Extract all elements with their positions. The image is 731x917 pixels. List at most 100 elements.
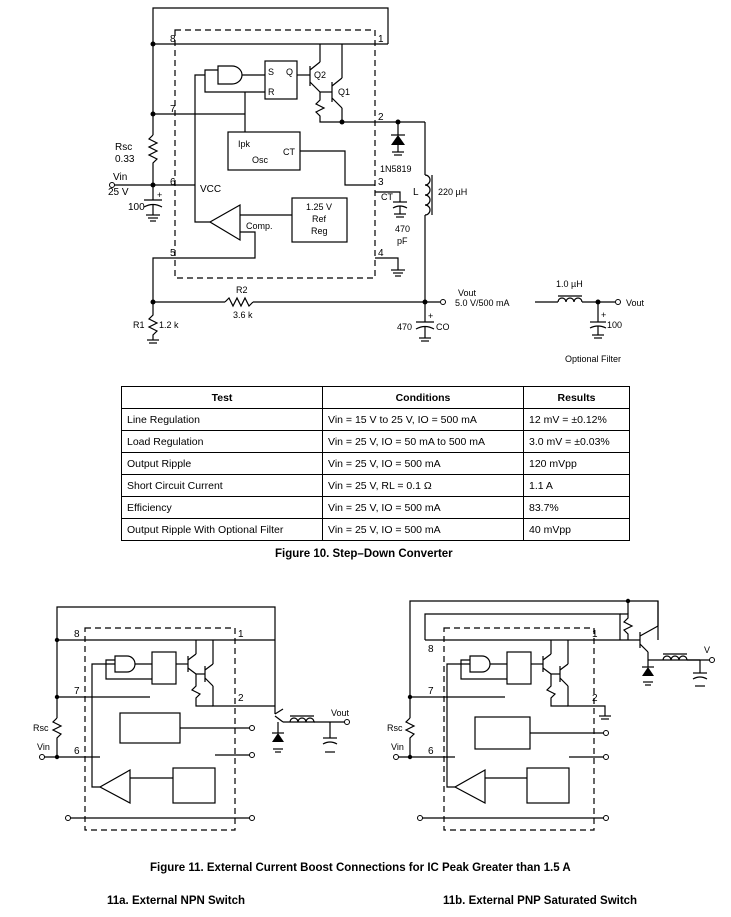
col-results: Results bbox=[523, 386, 630, 409]
test-cell: Line Regulation bbox=[121, 408, 323, 431]
conditions-cell: Vin = 25 V, RL = 0.1 Ω bbox=[322, 474, 524, 497]
r1-resistor bbox=[147, 302, 159, 340]
diode-label: 1N5819 bbox=[380, 164, 412, 174]
r1-value: 1.2 k bbox=[159, 320, 179, 330]
terminal bbox=[603, 730, 609, 736]
inductor-label: L bbox=[413, 187, 419, 198]
vin-terminal bbox=[393, 754, 399, 760]
terminal bbox=[417, 815, 423, 821]
filter-inductor-value: 1.0 µH bbox=[556, 279, 583, 289]
oscillator-block bbox=[227, 131, 301, 171]
ct-label: CT bbox=[381, 192, 393, 202]
vout-terminal bbox=[440, 299, 446, 305]
vout-terminal bbox=[344, 719, 350, 725]
step-down-converter-schematic: 8 1 7 2 6 3 5 4 Rsc 0.33 Vin 25 V 100 + … bbox=[108, 7, 645, 364]
figure11-caption: Figure 11. External Current Boost Connec… bbox=[150, 862, 571, 874]
cin-value: 100 bbox=[128, 202, 145, 213]
junction-dot bbox=[407, 694, 413, 700]
vout-value: 5.0 V/500 mA bbox=[455, 298, 510, 308]
conditions-cell: Vin = 25 V, IO = 50 mA to 500 mA bbox=[322, 430, 524, 453]
pin6-label: 6 bbox=[170, 177, 176, 188]
col-conditions: Conditions bbox=[322, 386, 524, 409]
top-wire bbox=[56, 606, 276, 640]
figure10-caption: Figure 10. Step–Down Converter bbox=[275, 548, 453, 560]
pin3-label: 3 bbox=[378, 177, 384, 188]
results-cell: 1.1 A bbox=[523, 474, 630, 497]
osc-label: Osc bbox=[252, 155, 269, 165]
junction-dot bbox=[54, 694, 60, 700]
pin7-label: 7 bbox=[74, 686, 80, 697]
test-cell: Output Ripple bbox=[121, 452, 323, 475]
transistor-collector bbox=[559, 663, 569, 671]
q1-emitter bbox=[331, 97, 343, 109]
ic-outline bbox=[84, 627, 236, 831]
q2-collector bbox=[309, 61, 321, 71]
ic-outline bbox=[174, 29, 376, 279]
comparator bbox=[98, 768, 131, 804]
output-cap-curved bbox=[692, 676, 708, 680]
comparator-output-wire bbox=[91, 663, 115, 788]
table-header-row: Test Conditions Results bbox=[121, 386, 630, 409]
test-cell: Efficiency bbox=[121, 496, 323, 519]
external-npn-emitter bbox=[274, 715, 284, 723]
test-cell: Load Regulation bbox=[121, 430, 323, 453]
filter-inductor bbox=[557, 297, 583, 303]
vout-label: Vout bbox=[458, 288, 477, 298]
conditions-cell: Vin = 25 V, IO = 500 mA bbox=[322, 496, 524, 519]
co-plus: + bbox=[428, 311, 433, 321]
q2-label: Q2 bbox=[314, 70, 326, 80]
comp-output-wire bbox=[194, 74, 210, 223]
vin-terminal bbox=[109, 182, 115, 188]
results-cell: 12 mV = ±0.12% bbox=[523, 408, 630, 431]
terminal bbox=[65, 815, 71, 821]
ref-label: Ref bbox=[312, 214, 327, 224]
ref-voltage: 1.25 V bbox=[306, 202, 332, 212]
vin-value: 25 V bbox=[108, 187, 129, 198]
external-npn-collector bbox=[274, 708, 284, 715]
pin2-label: 2 bbox=[592, 693, 598, 704]
comparator bbox=[208, 203, 241, 242]
r2-value: 3.6 k bbox=[233, 310, 253, 320]
rsc-label: Rsc bbox=[33, 723, 49, 733]
terminal bbox=[603, 815, 609, 821]
conditions-cell: Vin = 25 V, IO = 500 mA bbox=[322, 518, 524, 541]
vcc-label: VCC bbox=[200, 184, 221, 195]
r2-resistor bbox=[224, 296, 254, 308]
and-gate bbox=[114, 655, 136, 673]
r2-label: R2 bbox=[236, 285, 248, 295]
pin2-label: 2 bbox=[378, 112, 384, 123]
pin1-label: 1 bbox=[238, 629, 244, 640]
junction-dot bbox=[54, 754, 60, 760]
output-cap-curved bbox=[322, 741, 338, 745]
junction-dot bbox=[150, 111, 156, 117]
conditions-cell: Vin = 15 V to 25 V, IO = 500 mA bbox=[322, 408, 524, 431]
terminal bbox=[249, 725, 255, 731]
filter-vout-terminal bbox=[615, 299, 621, 305]
fig11a-npn-switch: 8 1 7 Rsc Vin 6 2 bbox=[33, 606, 350, 831]
output-inductor bbox=[662, 655, 688, 661]
col-test: Test bbox=[121, 386, 323, 409]
oscillator-block bbox=[119, 712, 181, 744]
external-pnp-collector bbox=[639, 643, 649, 653]
latch-s-label: S bbox=[268, 67, 274, 77]
comp-label: Comp. bbox=[246, 221, 273, 231]
test-cell: Output Ripple With Optional Filter bbox=[121, 518, 323, 541]
vin-label: Vin bbox=[37, 742, 50, 752]
pin8-label: 8 bbox=[74, 629, 80, 640]
latch-reset-wire bbox=[460, 659, 507, 680]
figure11b-subcaption: 11b. External PNP Saturated Switch bbox=[443, 895, 638, 907]
ct-value: 470 bbox=[395, 224, 410, 234]
bias-resistor bbox=[314, 92, 342, 123]
junction-dot bbox=[150, 41, 156, 47]
vin-label: Vin bbox=[113, 172, 127, 183]
co-label: CO bbox=[436, 322, 450, 332]
cin-plus: + bbox=[157, 190, 162, 200]
ipk-label: Ipk bbox=[238, 139, 251, 149]
pin7-label: 7 bbox=[170, 104, 176, 115]
external-diode bbox=[642, 667, 654, 676]
comparator-output-wire bbox=[446, 663, 470, 788]
